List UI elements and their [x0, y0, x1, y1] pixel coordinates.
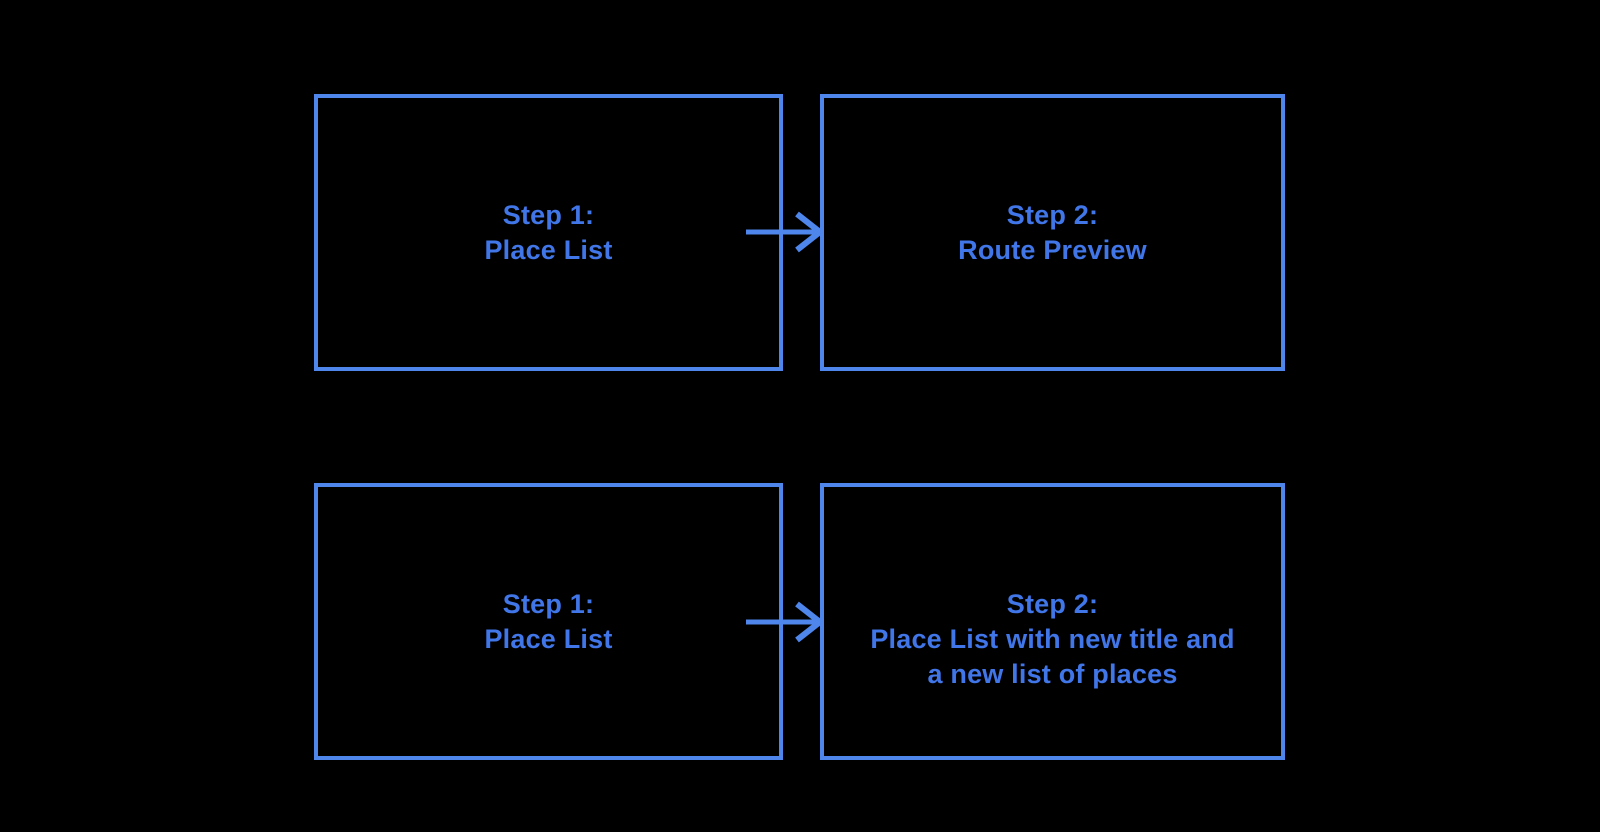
box-step2-route-preview: Step 2: Route Preview: [820, 94, 1285, 371]
box-title: Step 2:: [1006, 199, 1099, 230]
box-title: Step 2:: [1006, 589, 1099, 619]
box-label: Step 2: Place List with new title and a …: [870, 587, 1234, 692]
box-step2-place-list-new-title: Step 2: Place List with new title and a …: [820, 483, 1285, 760]
right-arrow-icon: [746, 601, 824, 643]
box-title: Step 1:: [502, 588, 595, 619]
box-label: Step 2: Route Preview: [958, 198, 1147, 268]
box-subtitle: Place List: [484, 234, 613, 265]
box-subtitle: Place List with new title and: [870, 624, 1235, 654]
box-subtitle-line2: a new list of places: [927, 659, 1178, 689]
box-step1-place-list-bottom: Step 1: Place List: [314, 483, 783, 760]
box-step1-place-list-top: Step 1: Place List: [314, 94, 783, 371]
box-label: Step 1: Place List: [484, 198, 612, 268]
box-label: Step 1: Place List: [484, 587, 612, 657]
right-arrow-icon: [746, 211, 824, 253]
box-subtitle: Route Preview: [958, 234, 1147, 265]
box-title: Step 1:: [502, 199, 595, 230]
box-subtitle: Place List: [484, 623, 613, 654]
